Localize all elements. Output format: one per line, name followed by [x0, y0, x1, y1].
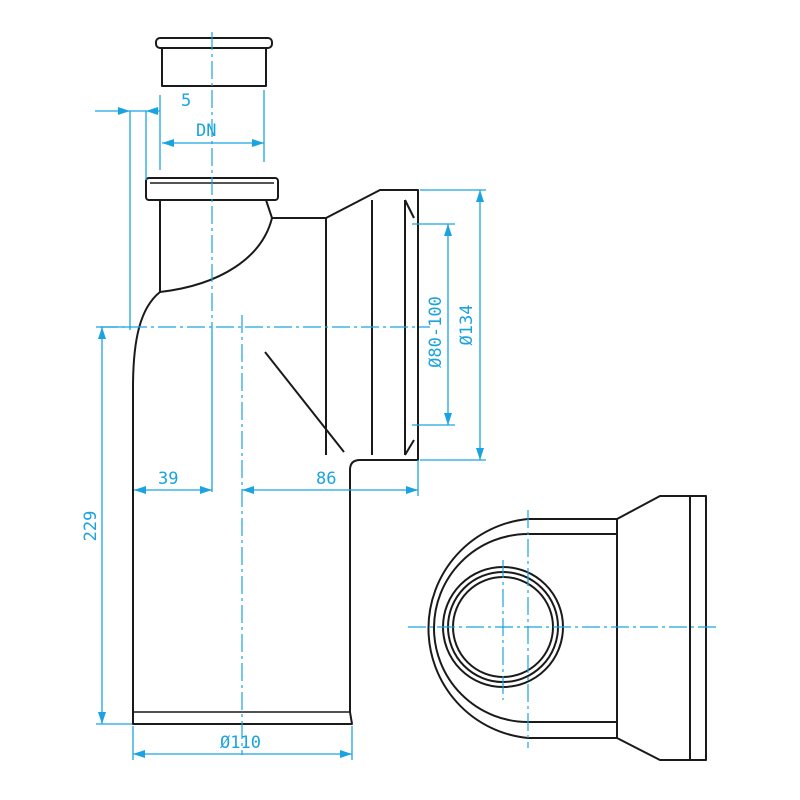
- dim-dn-label: DN: [196, 121, 216, 141]
- body-outline: [132, 189, 419, 725]
- top-cap-body: [161, 47, 267, 87]
- top-view-outline: [427, 495, 707, 761]
- top-view: [408, 495, 720, 761]
- dimension-wall: 5: [95, 91, 191, 330]
- dim-body-diameter-label: Ø110: [220, 733, 261, 753]
- dim-outlet-outer-label: Ø134: [457, 305, 477, 346]
- dimension-offset-right: 86: [242, 460, 419, 496]
- dim-outlet-inner-label: Ø80-100: [426, 296, 446, 368]
- dimension-offset-left: 39: [134, 330, 213, 494]
- neck-curve: [159, 217, 273, 293]
- top-cap: [155, 37, 273, 49]
- dimension-dn: DN: [162, 90, 265, 162]
- dim-height-label: 229: [81, 511, 101, 542]
- side-view: [132, 37, 419, 725]
- dim-wall-label: 5: [181, 91, 191, 111]
- dimension-body-diameter: Ø110: [132, 726, 353, 760]
- dim-offset-right-label: 86: [316, 469, 336, 489]
- baffle: [264, 351, 345, 453]
- dimension-height: 229: [81, 326, 132, 725]
- top-view-inner-arc: [433, 533, 529, 723]
- dim-offset-left-label: 39: [158, 469, 178, 489]
- dimension-outlet: Ø80-100 Ø134: [412, 189, 486, 461]
